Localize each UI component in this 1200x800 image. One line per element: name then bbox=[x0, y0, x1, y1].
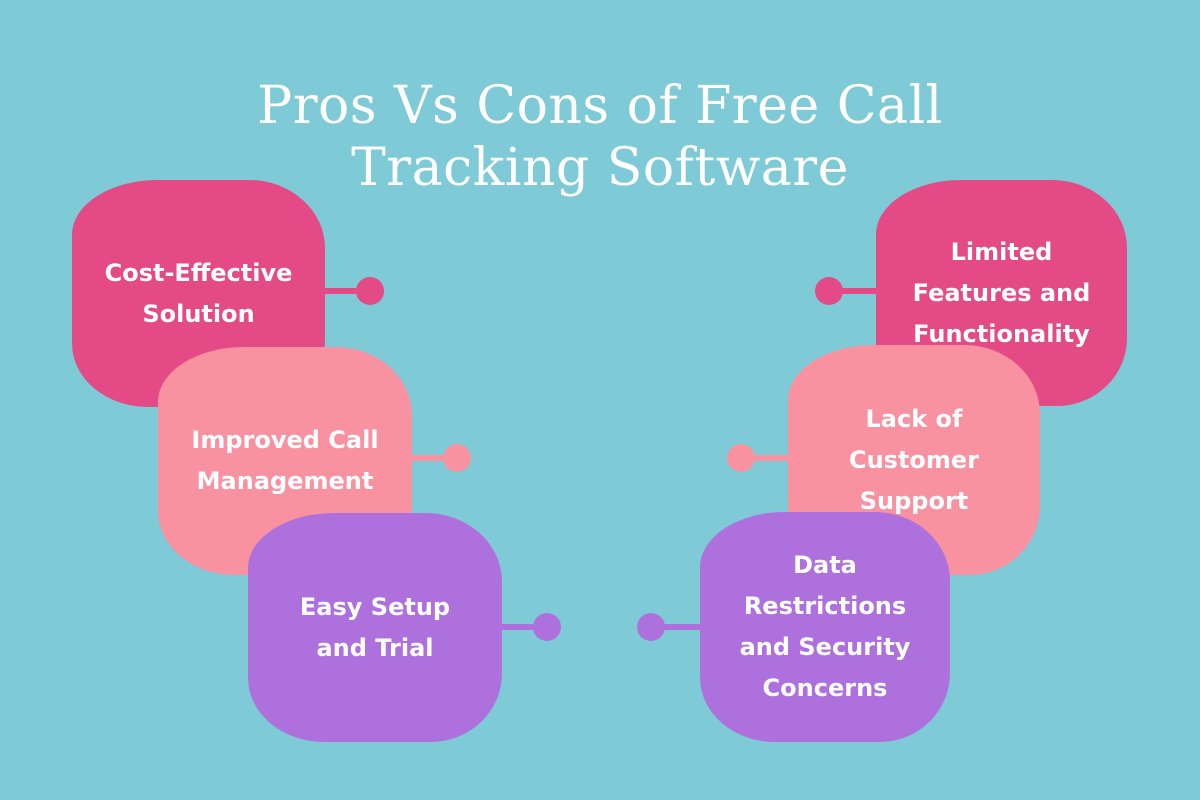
pro-card-easy-setup: Easy Setup and Trial bbox=[248, 513, 502, 742]
con-card-label: Data Restrictions and Security Concerns bbox=[739, 551, 911, 702]
con-card-data-restrictions: Data Restrictions and Security Concerns bbox=[700, 512, 950, 742]
pro-1-connector-line bbox=[318, 288, 370, 294]
pro-1-connector-dot-icon bbox=[356, 277, 384, 305]
pro-3-connector-dot-icon bbox=[533, 613, 561, 641]
con-3-connector-line bbox=[652, 624, 704, 630]
con-2-connector-line bbox=[741, 455, 793, 461]
pro-2-connector-dot-icon bbox=[443, 444, 471, 472]
con-1-connector-dot-icon bbox=[815, 277, 843, 305]
con-card-label: Limited Features and Functionality bbox=[912, 237, 1091, 348]
pro-2-connector-line bbox=[405, 455, 457, 461]
pro-card-label: Cost-Effective Solution bbox=[104, 258, 293, 328]
con-card-label: Lack of Customer Support bbox=[848, 404, 980, 515]
con-2-connector-dot-icon bbox=[727, 444, 755, 472]
con-3-connector-dot-icon bbox=[637, 613, 665, 641]
pro-3-connector-line bbox=[495, 624, 547, 630]
con-1-connector-line bbox=[829, 288, 881, 294]
page-title: Pros Vs Cons of Free Call Tracking Softw… bbox=[0, 75, 1200, 199]
pro-card-label: Improved Call Management bbox=[191, 426, 379, 495]
title-line-1: Pros Vs Cons of Free Call bbox=[257, 75, 943, 136]
pro-card-label: Easy Setup and Trial bbox=[299, 592, 451, 662]
title-line-2: Tracking Software bbox=[351, 137, 849, 198]
